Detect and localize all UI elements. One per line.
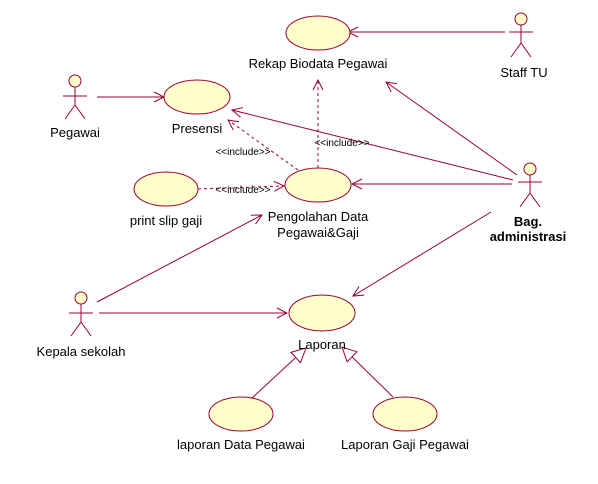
usecase-presensi-label: Presensi (172, 121, 223, 136)
include-pengolahan-presensi (228, 120, 299, 171)
actor-bag-administrasi-figure (518, 162, 542, 208)
usecase-laporan-label: Laporan (298, 337, 346, 352)
actor-staff-tu-figure (509, 12, 533, 58)
labels: Staff TU Pegawai Bag. administrasi Kepal… (37, 56, 567, 452)
actor-bag-administrasi-label-2: administrasi (490, 229, 567, 244)
actor-kepala-sekolah-label: Kepala sekolah (37, 344, 126, 359)
assoc-bag-rekap (386, 82, 518, 176)
usecase-laporan-gaji (372, 396, 438, 432)
actor-kepala-sekolah-figure (69, 291, 93, 337)
usecase-rekap-biodata (285, 15, 351, 51)
usecase-laporan-data (208, 396, 274, 432)
usecase-pengolahan-label-2: Pegawai&Gaji (277, 225, 359, 240)
include-print-label: <<include>> (215, 185, 270, 196)
actor-pegawai-label: Pegawai (50, 125, 100, 140)
usecase-print-slip-label: print slip gaji (130, 213, 202, 228)
include-presensi-label: <<include>> (215, 147, 270, 158)
actor-staff-tu-label: Staff TU (500, 65, 547, 80)
usecase-pengolahan (284, 167, 352, 203)
usecase-rekap-biodata-label: Rekap Biodata Pegawai (249, 56, 388, 71)
actor-pegawai-figure (63, 74, 87, 120)
generalization-data-laporan (251, 348, 306, 399)
assoc-kepala-pengolahan (96, 215, 262, 303)
actor-bag-administrasi-label-1: Bag. (514, 214, 542, 229)
usecase-pengolahan-label-1: Pengolahan Data (268, 209, 369, 224)
include-rekap-label: <<include>> (314, 138, 369, 149)
usecases (133, 15, 438, 432)
usecase-laporan-data-label: laporan Data Pegawai (177, 437, 305, 452)
generalization-gaji-laporan (342, 347, 394, 398)
assoc-bag-presensi (232, 110, 514, 181)
usecase-laporan-gaji-label: Laporan Gaji Pegawai (341, 437, 469, 452)
usecase-presensi (163, 79, 231, 115)
usecase-laporan (288, 294, 356, 332)
usecase-print-slip (133, 171, 199, 207)
include-print-pengolahan (197, 186, 284, 189)
connectors (96, 32, 518, 399)
actors (63, 12, 542, 337)
assoc-bag-laporan (353, 211, 492, 296)
